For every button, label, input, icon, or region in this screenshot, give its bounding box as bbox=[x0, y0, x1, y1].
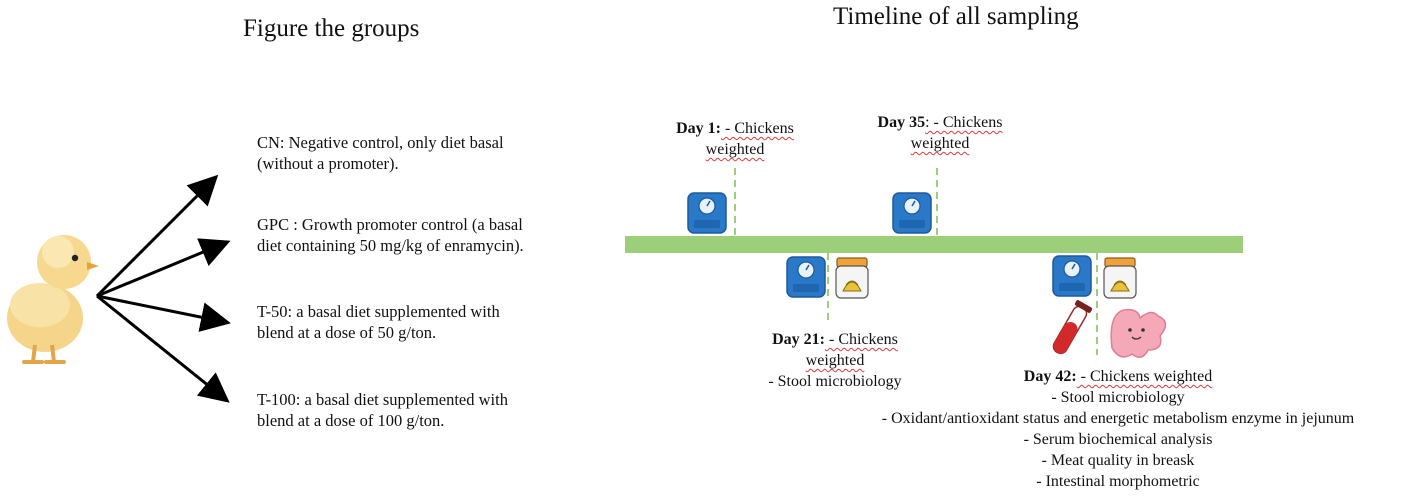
timeline-bar bbox=[625, 236, 1243, 253]
group-t50: T-50: a basal diet supplemented with ble… bbox=[257, 301, 617, 343]
blood-tube-icon bbox=[1052, 300, 1093, 355]
stool-jar-icon bbox=[835, 257, 869, 299]
day1-line1: - Chickens bbox=[721, 120, 794, 137]
scale-icon bbox=[687, 192, 727, 234]
day1-label: Day 1: - Chickens weighted bbox=[660, 118, 810, 160]
timeline-title: Timeline of all sampling bbox=[833, 3, 1079, 30]
day42-day: Day 42: bbox=[1023, 368, 1077, 385]
group-gpc-line1: GPC : Growth promoter control (a basal bbox=[257, 215, 523, 234]
group-t100-line1: T-100: a basal diet supplemented with bbox=[257, 390, 508, 409]
group-gpc-line2: diet containing 50 mg/kg of enramycin). bbox=[257, 236, 524, 255]
day35-line1: : - Chickens bbox=[925, 114, 1003, 131]
group-t50-line1: T-50: a basal diet supplemented with bbox=[257, 302, 500, 321]
day1-line2: weighted bbox=[705, 141, 765, 158]
day42-line1: - Chickens weighted bbox=[1076, 368, 1213, 385]
group-cn: CN: Negative control, only diet basal (w… bbox=[257, 132, 617, 174]
group-t100-line2: blend at a dose of 100 g/ton. bbox=[257, 411, 445, 430]
group-cn-line2: (without a promoter). bbox=[257, 154, 399, 173]
scale-icon bbox=[1052, 255, 1092, 297]
day21-line1: - Chickens bbox=[825, 331, 898, 348]
day42-item-1: - Stool microbiology bbox=[1051, 389, 1185, 406]
group-t50-line2: blend at a dose of 50 g/ton. bbox=[257, 323, 437, 342]
day35-line2: weighted bbox=[910, 135, 970, 152]
scale-icon bbox=[892, 192, 932, 234]
day1-day: Day 1: bbox=[676, 120, 721, 137]
day21-line3: - Stool microbiology bbox=[768, 373, 902, 390]
day42-item-2: - Oxidant/antioxidant status and energet… bbox=[881, 410, 1355, 427]
day42-item-4: - Meat quality in breask bbox=[1041, 452, 1195, 469]
group-gpc: GPC : Growth promoter control (a basal d… bbox=[257, 214, 637, 256]
day21-label: Day 21: - Chickens weighted - Stool micr… bbox=[740, 329, 930, 392]
stool-jar-icon bbox=[1103, 257, 1137, 299]
day21-line2: weighted bbox=[805, 352, 865, 369]
scale-icon bbox=[786, 256, 826, 298]
group-t100: T-100: a basal diet supplemented with bl… bbox=[257, 389, 617, 431]
chick-icon bbox=[7, 235, 99, 364]
day35-day: Day 35 bbox=[877, 114, 926, 131]
intestine-icon bbox=[1110, 308, 1167, 358]
group-arrows bbox=[95, 174, 231, 403]
group-cn-line1: CN: Negative control, only diet basal bbox=[257, 133, 504, 152]
day21-day: Day 21: bbox=[772, 331, 825, 348]
day42-item-3: - Serum biochemical analysis bbox=[1023, 431, 1213, 448]
groups-title: Figure the groups bbox=[243, 15, 420, 42]
day35-label: Day 35: - Chickens weighted bbox=[860, 112, 1020, 154]
day42-item-5: - Intestinal morphometric bbox=[1036, 473, 1200, 490]
day42-label: Day 42: - Chickens weighted - Stool micr… bbox=[820, 366, 1416, 492]
